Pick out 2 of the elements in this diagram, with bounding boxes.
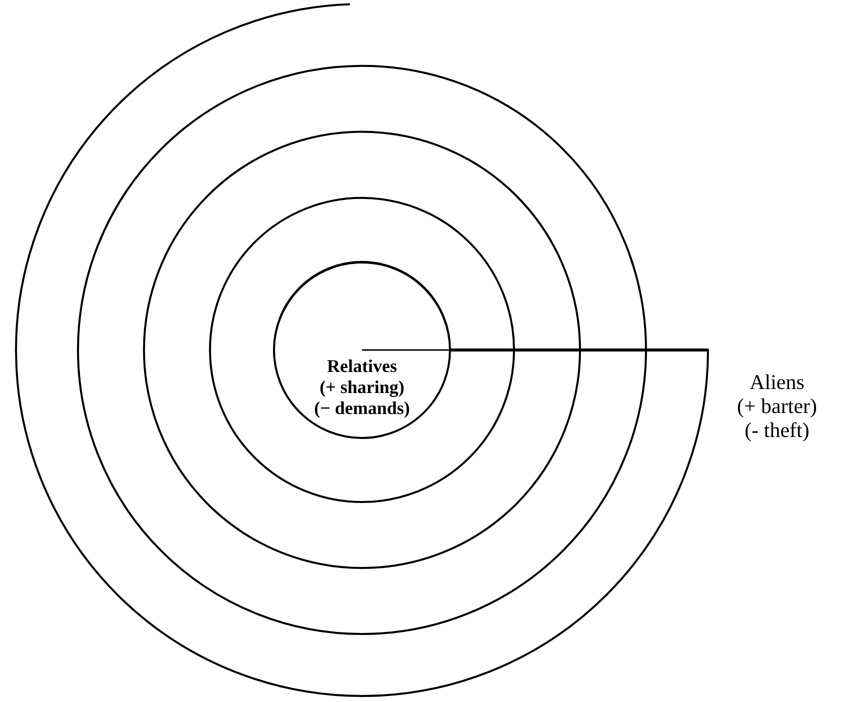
ring-label: Relatives (+ sharing) (− demands) [313,356,411,419]
ring-label: Aliens (+ barter) (- theft) [736,370,818,442]
